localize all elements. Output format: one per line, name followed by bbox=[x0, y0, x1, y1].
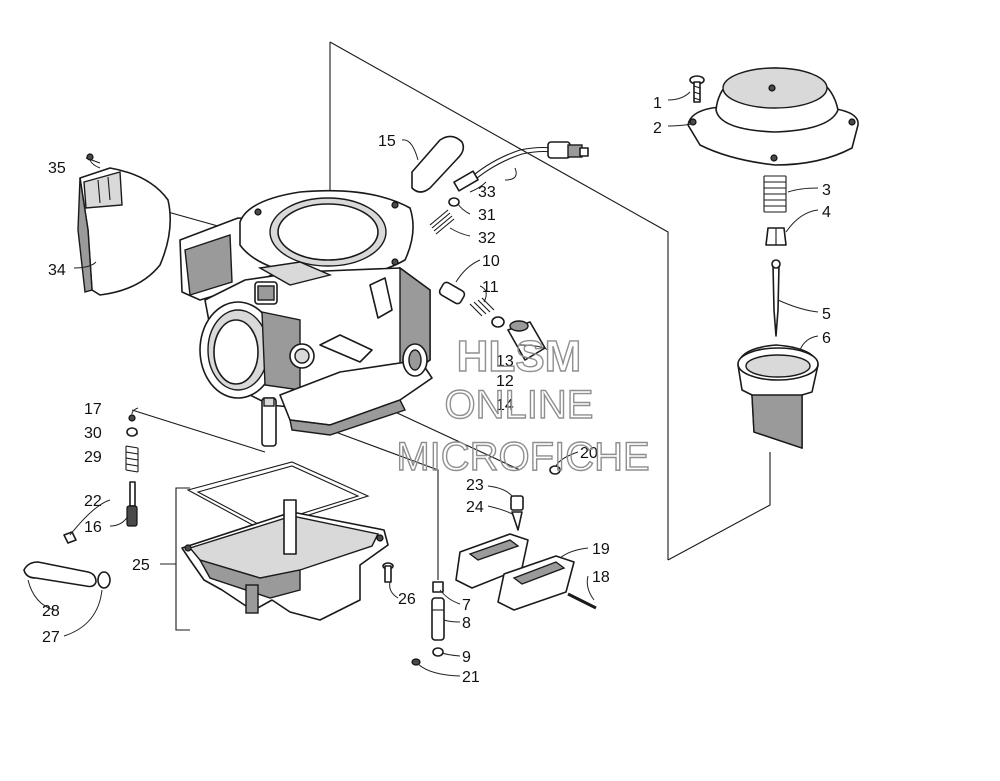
valve-23 bbox=[510, 495, 524, 511]
needle-jet-8 bbox=[431, 597, 445, 641]
callout-1: 1 bbox=[653, 95, 662, 112]
float-19 bbox=[455, 533, 575, 611]
callout-8: 8 bbox=[462, 615, 471, 632]
plunger-10 bbox=[438, 281, 466, 305]
watermark-line-1: HLSM bbox=[457, 332, 582, 381]
callout-25: 25 bbox=[132, 557, 150, 574]
choke-cable-33 bbox=[453, 141, 589, 192]
hose-28 bbox=[23, 561, 97, 588]
slide-6 bbox=[737, 344, 819, 449]
watermark: HLSM ONLINE MICROFICHE bbox=[396, 331, 651, 479]
callout-35: 35 bbox=[48, 160, 66, 177]
screw-35 bbox=[85, 153, 101, 164]
top-cover bbox=[687, 67, 859, 166]
callout-26: 26 bbox=[398, 591, 416, 608]
spring-32 bbox=[429, 209, 455, 235]
washer-9 bbox=[432, 647, 444, 657]
float-pin-18 bbox=[567, 592, 597, 610]
bolt-26 bbox=[382, 562, 394, 583]
callout-15: 15 bbox=[378, 133, 396, 150]
o-ring-12 bbox=[491, 316, 505, 328]
screw-1 bbox=[689, 75, 705, 103]
needle-24 bbox=[511, 511, 523, 531]
callout-30: 30 bbox=[84, 425, 102, 442]
callout-2: 2 bbox=[653, 120, 662, 137]
callout-6: 6 bbox=[822, 330, 831, 347]
explode-boundary-lines bbox=[124, 41, 771, 580]
callout-12: 12 bbox=[496, 373, 514, 390]
callout-5: 5 bbox=[822, 306, 831, 323]
plug-20 bbox=[549, 465, 561, 475]
callout-4: 4 bbox=[822, 204, 831, 221]
cap-13 bbox=[507, 320, 546, 361]
callout-7: 7 bbox=[462, 597, 471, 614]
jet-needle-5 bbox=[771, 259, 781, 337]
callout-32: 32 bbox=[478, 230, 496, 247]
pilot-screw-group bbox=[63, 414, 139, 544]
spring-3 bbox=[763, 175, 787, 213]
callout-27: 27 bbox=[42, 629, 60, 646]
leader-lines bbox=[27, 91, 819, 677]
callout-33: 33 bbox=[478, 184, 496, 201]
float-bowl-25 bbox=[175, 461, 389, 631]
watermark-line-2: ONLINE bbox=[445, 383, 594, 427]
carburetor-body bbox=[179, 189, 433, 447]
callout-13: 13 bbox=[496, 353, 514, 370]
callout-29: 29 bbox=[84, 449, 102, 466]
callout-21: 21 bbox=[462, 669, 480, 686]
callout-11: 11 bbox=[482, 279, 499, 296]
callout-24: 24 bbox=[466, 499, 484, 516]
needle-holder-4 bbox=[765, 227, 787, 246]
screw-21 bbox=[411, 658, 421, 666]
clamp-27 bbox=[97, 571, 111, 589]
callout-16: 16 bbox=[84, 519, 102, 536]
washer-31 bbox=[448, 197, 460, 207]
watermark-line-3: MICROFICHE bbox=[396, 435, 649, 479]
callout-10: 10 bbox=[482, 253, 500, 270]
callout-labels: 1 2 3 4 5 6 7 8 9 10 11 12 13 14 15 16 1… bbox=[42, 95, 831, 686]
choke-hose-15 bbox=[411, 135, 465, 193]
callout-22: 22 bbox=[84, 493, 102, 510]
callout-34: 34 bbox=[48, 262, 66, 279]
callout-23: 23 bbox=[466, 477, 484, 494]
main-jet-7 bbox=[432, 581, 444, 593]
callout-28: 28 bbox=[42, 603, 60, 620]
callout-31: 31 bbox=[478, 207, 496, 224]
callout-17: 17 bbox=[84, 401, 102, 418]
side-cover-34 bbox=[77, 167, 172, 296]
callout-3: 3 bbox=[822, 182, 831, 199]
callout-20: 20 bbox=[580, 445, 598, 462]
callout-9: 9 bbox=[462, 649, 471, 666]
spring-11 bbox=[469, 297, 495, 317]
callout-19: 19 bbox=[592, 541, 610, 558]
callout-14: 14 bbox=[496, 397, 514, 414]
callout-18: 18 bbox=[592, 569, 610, 586]
